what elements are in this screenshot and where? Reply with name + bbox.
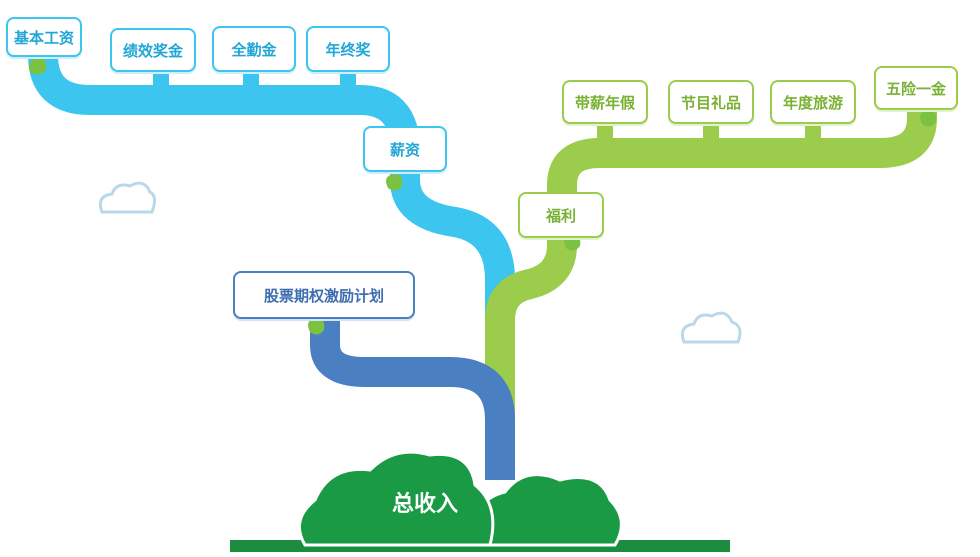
- node-label: 年终奖: [325, 40, 371, 59]
- salary-node: 薪资: [363, 126, 447, 172]
- benefit-branch: [485, 103, 937, 480]
- cloud-icon: [680, 311, 742, 344]
- node-label: 股票期权激励计划: [263, 286, 384, 305]
- root-label: 总收入: [391, 492, 458, 517]
- salary-child-node: 年终奖: [306, 26, 390, 72]
- node-label: 福利: [545, 206, 576, 225]
- salary-child-node: 基本工资: [6, 17, 82, 57]
- benefit-node: 福利: [518, 192, 604, 238]
- benefit-child-node: 年度旅游: [770, 80, 856, 124]
- cloud-icon: [98, 181, 157, 214]
- benefit-child-node: 带薪年假: [562, 80, 648, 124]
- node-label: 绩效奖金: [122, 41, 183, 60]
- salary-child-node: 绩效奖金: [110, 28, 196, 72]
- benefit-child-node: 节目礼品: [668, 80, 754, 124]
- stock-branch: [310, 318, 515, 480]
- leaf-icon: [29, 58, 937, 335]
- node-label: 带薪年假: [574, 93, 635, 112]
- benefit-child-node: 五险一金: [874, 66, 958, 110]
- salary-child-node: 全勤金: [212, 26, 296, 72]
- node-label: 基本工资: [13, 28, 74, 47]
- node-label: 薪资: [389, 140, 420, 159]
- node-label: 节目礼品: [680, 93, 741, 112]
- salary-connectors: [153, 70, 356, 88]
- benefit-connectors: [597, 122, 821, 142]
- stock-node: 股票期权激励计划: [233, 271, 415, 319]
- node-label: 五险一金: [885, 79, 946, 98]
- node-label: 全勤金: [231, 40, 277, 59]
- node-label: 年度旅游: [782, 93, 843, 112]
- bush-left: [297, 450, 495, 547]
